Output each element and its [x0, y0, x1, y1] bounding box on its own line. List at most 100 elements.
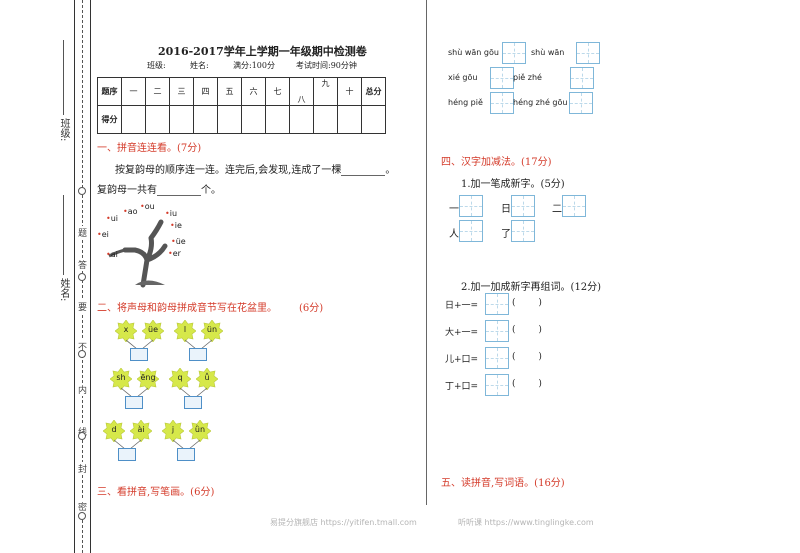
section3-heading: 三、看拼音,写笔画。(6分) [97, 487, 215, 498]
stroke-pinyin: piě zhé [513, 73, 542, 82]
col-header: 六 [241, 77, 266, 106]
section1-line1: 按复韵母的顺序连一连。连完后,会发现,连成了一棵。 [115, 161, 395, 176]
writing-grid[interactable] [459, 195, 483, 217]
flower-pot[interactable] [189, 348, 207, 361]
word-paren[interactable]: ( ) [512, 352, 542, 362]
flower-pot[interactable] [125, 396, 143, 409]
flower-right [137, 368, 159, 390]
col-header: 一 [121, 77, 146, 106]
section2-heading: 二、将声母和韵母拼成音节写在花盆里。 (6分) [97, 299, 323, 314]
col-header: 八 [289, 77, 314, 106]
writing-grid[interactable] [502, 42, 526, 64]
score-cell[interactable] [289, 105, 314, 134]
score-cell[interactable] [217, 105, 242, 134]
writing-grid[interactable] [485, 320, 509, 342]
tree-illustration [108, 219, 168, 288]
name-underline [63, 195, 64, 275]
score-cell[interactable] [145, 105, 170, 134]
writing-grid[interactable] [459, 220, 483, 242]
tree-label[interactable]: •er [168, 249, 181, 258]
part1-heading: 1.加一笔成新字。(5分) [461, 179, 565, 190]
flower-stems [172, 439, 201, 450]
flower-stems [184, 339, 213, 350]
flower-pot[interactable] [177, 448, 195, 461]
part2-heading: 2.加一加成新字再组词。(12分) [461, 282, 602, 293]
tree-label[interactable]: •ei [97, 230, 109, 239]
flower-pot[interactable] [130, 348, 148, 361]
writing-grid[interactable] [562, 195, 586, 217]
score-cell[interactable] [265, 105, 290, 134]
section1-heading: 一、拼音连连看。(7分) [97, 143, 202, 154]
flower-left-label: l [183, 325, 187, 334]
stroke-pinyin: héng piě [448, 98, 483, 107]
word-paren[interactable]: ( ) [512, 325, 542, 335]
score-cell[interactable] [337, 105, 362, 134]
writing-grid[interactable] [511, 220, 535, 242]
tree-label[interactable]: •ie [170, 221, 182, 230]
score-cell[interactable] [193, 105, 218, 134]
flower-pot[interactable] [184, 396, 202, 409]
writing-grid[interactable] [576, 42, 600, 64]
tree-label[interactable]: •ai [106, 250, 118, 259]
answer-blank[interactable] [341, 165, 386, 176]
writing-grid[interactable] [490, 67, 514, 89]
score-cell[interactable] [169, 105, 194, 134]
tree-label[interactable]: •ao [123, 207, 138, 216]
flower-left [162, 420, 184, 442]
flower-left [174, 320, 196, 342]
section1-line1-end: 。 [385, 165, 396, 176]
writing-grid[interactable] [485, 374, 509, 396]
margin-line-outer [74, 0, 75, 553]
seal-hole [78, 273, 86, 281]
score-cell[interactable] [241, 105, 266, 134]
seal-hole [78, 432, 86, 440]
score-cell[interactable] [313, 105, 338, 134]
tree-label[interactable]: •üe [171, 237, 186, 246]
word-paren[interactable]: ( ) [512, 298, 542, 308]
flower-left-label: sh [116, 373, 126, 382]
seal-char: 封 [78, 462, 88, 475]
score-cell[interactable] [121, 105, 146, 134]
col-header: 十 [337, 77, 362, 106]
word-paren[interactable]: ( ) [512, 379, 542, 389]
seal-hole [78, 350, 86, 358]
stroke-pinyin: shù wān [531, 48, 565, 57]
section2-heading-text: 二、将声母和韵母拼成音节写在花盆里。 [97, 303, 277, 314]
tree-label[interactable]: •ui [106, 214, 119, 223]
tree-label[interactable]: •iu [165, 209, 178, 218]
name-field: 姓名: [190, 61, 209, 70]
answer-blank[interactable] [157, 185, 201, 196]
writing-grid[interactable] [569, 92, 593, 114]
footer-right: 听听课 https://www.tinglingke.com [458, 518, 594, 527]
flower-right [142, 320, 164, 342]
column-divider [426, 0, 427, 505]
writing-grid[interactable] [511, 195, 535, 217]
stroke-pinyin: héng zhé gōu [513, 98, 568, 107]
seal-hole [78, 512, 86, 520]
class-field: 班级: [147, 61, 166, 70]
flower-right-label: üe [148, 325, 158, 334]
char-prompt: 人 [449, 229, 459, 240]
flower-right-label: ün [206, 325, 218, 334]
tree-label[interactable]: •ou [140, 202, 155, 211]
footer-left: 易提分旗舰店 https://yitifen.tmall.com [270, 518, 417, 527]
writing-grid[interactable] [485, 293, 509, 315]
equation-text: 丁+口= [445, 382, 479, 392]
writing-grid[interactable] [570, 67, 594, 89]
equation-text: 日+一= [445, 301, 479, 311]
col-header: 五 [217, 77, 242, 106]
seal-char: 内 [78, 383, 88, 396]
writing-grid[interactable] [485, 347, 509, 369]
char-prompt: 二 [552, 204, 562, 215]
flower-stems [125, 339, 154, 350]
flower-left [115, 320, 137, 342]
section2-points: (6分) [299, 303, 324, 314]
full-score: 满分:100分 [233, 61, 275, 70]
flower-right-label: ǚ [204, 373, 210, 382]
score-cell[interactable] [361, 105, 386, 134]
flower-left [169, 368, 191, 390]
writing-grid[interactable] [490, 92, 514, 114]
row-label: 题序 [97, 77, 122, 106]
col-header: 四 [193, 77, 218, 106]
flower-pot[interactable] [118, 448, 136, 461]
